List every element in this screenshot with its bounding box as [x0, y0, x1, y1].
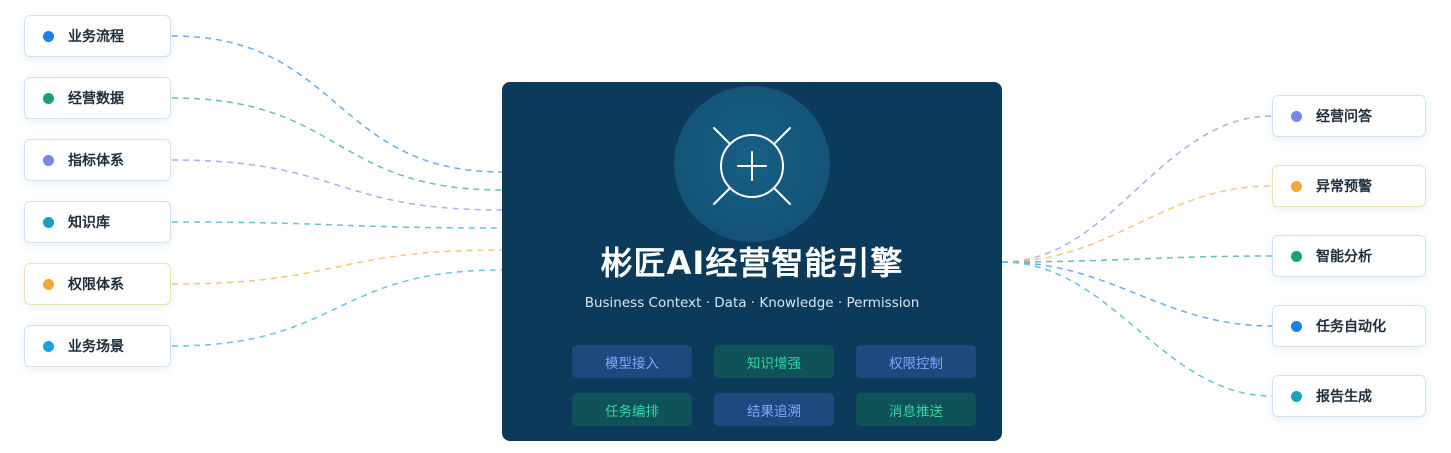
status-dot — [43, 340, 54, 352]
status-dot — [1291, 320, 1302, 332]
connector-line — [1001, 115, 1273, 263]
capability-chip-knowledge-enhance[interactable]: 知识增强 — [714, 345, 834, 378]
engine-emblem — [674, 86, 830, 242]
connector-line — [1001, 185, 1273, 263]
connector-line — [1001, 261, 1273, 327]
engine-title: 彬匠AI经营智能引擎 — [600, 244, 904, 282]
capability-chip-message-push[interactable]: 消息推送 — [856, 393, 976, 426]
input-node-business-scenario[interactable]: 业务场景 — [24, 325, 171, 367]
input-node-knowledge-base[interactable]: 知识库 — [24, 201, 171, 243]
input-node-metrics-system[interactable]: 指标体系 — [24, 139, 171, 181]
input-node-operating-data[interactable]: 经营数据 — [24, 77, 171, 119]
connector-line — [171, 35, 503, 173]
node-label: 知识库 — [68, 215, 110, 231]
status-dot — [43, 278, 54, 290]
input-node-business-process[interactable]: 业务流程 — [24, 15, 171, 57]
node-label: 异常预警 — [1316, 179, 1372, 195]
status-dot — [43, 92, 54, 104]
node-label: 指标体系 — [68, 153, 124, 169]
status-dot — [1291, 390, 1302, 402]
capability-chip-result-trace[interactable]: 结果追溯 — [714, 393, 834, 426]
output-node-task-automation[interactable]: 任务自动化 — [1272, 305, 1426, 347]
node-label: 权限体系 — [68, 277, 124, 293]
status-dot — [1291, 180, 1302, 192]
node-label: 报告生成 — [1316, 389, 1372, 405]
connector-line — [1001, 255, 1273, 263]
node-label: 经营数据 — [68, 91, 124, 107]
plus-target-icon — [713, 127, 791, 205]
output-node-report-generation[interactable]: 报告生成 — [1272, 375, 1426, 417]
node-label: 经营问答 — [1316, 109, 1372, 125]
node-label: 业务流程 — [68, 29, 124, 45]
connector-line — [171, 159, 503, 211]
connector-line — [171, 249, 503, 285]
status-dot — [43, 154, 54, 166]
status-dot — [43, 30, 54, 42]
output-node-operating-qa[interactable]: 经营问答 — [1272, 95, 1426, 137]
output-node-smart-analysis[interactable]: 智能分析 — [1272, 235, 1426, 277]
engine-subtitle: Business Context · Data · Knowledge · Pe… — [584, 295, 920, 311]
status-dot — [43, 216, 54, 228]
capability-chip-task-orchestration[interactable]: 任务编排 — [572, 393, 692, 426]
connector-line — [171, 221, 503, 229]
capability-chip-permission-control[interactable]: 权限控制 — [856, 345, 976, 378]
output-node-anomaly-alert[interactable]: 异常预警 — [1272, 165, 1426, 207]
capability-chip-model-access[interactable]: 模型接入 — [572, 345, 692, 378]
connector-line — [1001, 261, 1273, 397]
input-node-permission-system[interactable]: 权限体系 — [24, 263, 171, 305]
status-dot — [1291, 250, 1302, 262]
engine-panel: 彬匠AI经营智能引擎 Business Context · Data · Kno… — [502, 82, 1002, 441]
status-dot — [1291, 110, 1302, 122]
node-label: 业务场景 — [68, 339, 124, 355]
connector-line — [171, 97, 503, 191]
connector-line — [171, 269, 503, 347]
node-label: 任务自动化 — [1316, 319, 1386, 335]
node-label: 智能分析 — [1316, 249, 1372, 265]
